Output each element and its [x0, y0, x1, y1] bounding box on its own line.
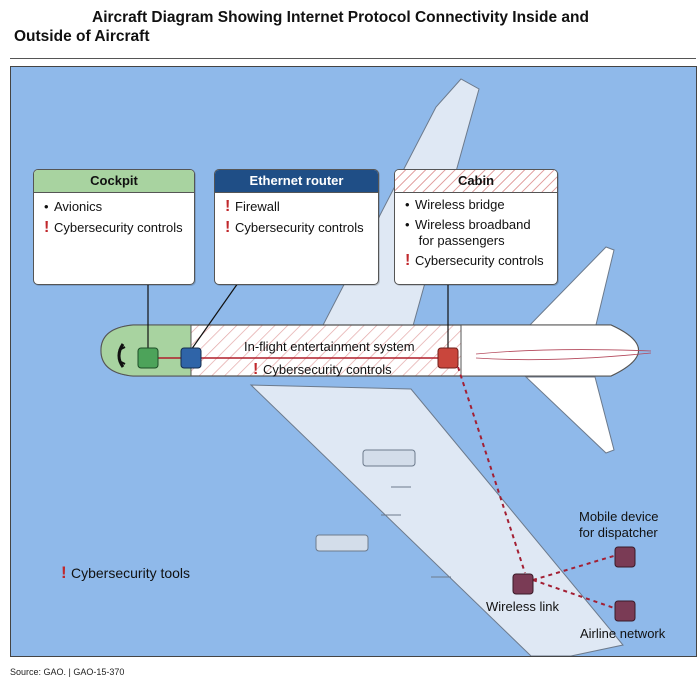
list-item: ! Cybersecurity controls — [225, 219, 364, 236]
airline-network-node — [614, 600, 636, 622]
cockpit-node — [137, 347, 159, 369]
tail-section — [460, 324, 639, 377]
source-note: Source: GAO. | GAO-15-370 — [10, 667, 125, 677]
warning-icon: ! — [61, 563, 67, 582]
list-item: • Wireless broadband for passengers — [405, 217, 531, 248]
cabin-list: • Wireless bridge • Wireless broadband f… — [395, 193, 557, 269]
wireless-link-label: Wireless link — [486, 599, 559, 614]
airline-network-label: Airline network — [580, 626, 666, 641]
warning-icon: ! — [225, 198, 231, 215]
list-item: • Wireless bridge — [405, 197, 505, 212]
ife-label: In-flight entertainment system — [244, 339, 415, 354]
lower-wing — [249, 384, 624, 656]
ife-controls-label: Cybersecurity controls — [263, 362, 392, 377]
router-box: Ethernet router ! Firewall ! Cybersecuri… — [214, 169, 379, 285]
mobile-device-node — [614, 546, 636, 568]
bullet-icon: • — [405, 197, 410, 212]
engine-2 — [315, 534, 369, 552]
warning-icon: ! — [44, 219, 50, 236]
list-item: ! Cybersecurity controls — [405, 252, 544, 269]
router-connector — [190, 282, 239, 351]
cabin-box: Cabin • Wireless bridge • Wireless broad… — [394, 169, 558, 285]
cabin-header: Cabin — [395, 170, 557, 193]
title-divider — [10, 58, 696, 59]
router-node — [180, 347, 202, 369]
mobile-link-line — [532, 554, 618, 581]
list-item: • Avionics — [44, 199, 103, 214]
diagram-panel: Cockpit • Avionics ! Cybersecurity contr… — [10, 66, 697, 657]
warning-icon: ! — [253, 361, 259, 378]
list-item: ! Firewall — [225, 198, 280, 215]
airline-link-line — [532, 579, 618, 610]
cockpit-header: Cockpit — [34, 170, 194, 193]
router-list: ! Firewall ! Cybersecurity controls — [215, 193, 378, 236]
engine-1 — [362, 449, 416, 467]
warning-icon: ! — [225, 219, 231, 236]
wireless-link-node — [512, 573, 534, 595]
cockpit-list: • Avionics ! Cybersecurity controls — [34, 193, 194, 236]
ife-controls: ! Cybersecurity controls — [253, 362, 392, 378]
list-item: ! Cybersecurity controls — [44, 219, 183, 236]
legend-cybersecurity-tools: ! Cybersecurity tools — [61, 563, 191, 582]
nose-window — [117, 343, 125, 368]
title-line-1: Aircraft Diagram Showing Internet Protoc… — [92, 9, 589, 26]
cockpit-box: Cockpit • Avionics ! Cybersecurity contr… — [33, 169, 195, 285]
legend-label: Cybersecurity tools — [71, 565, 191, 581]
cabin-node — [437, 347, 459, 369]
bullet-icon: • — [405, 217, 410, 232]
bullet-icon: • — [44, 199, 49, 214]
lower-stabilizer — [524, 376, 615, 454]
diagram-title: Aircraft Diagram Showing Internet Protoc… — [14, 8, 694, 46]
title-line-2: Outside of Aircraft — [14, 28, 150, 45]
mobile-device-label: Mobile device for dispatcher — [579, 509, 659, 540]
router-header: Ethernet router — [215, 170, 378, 193]
warning-icon: ! — [405, 252, 411, 269]
